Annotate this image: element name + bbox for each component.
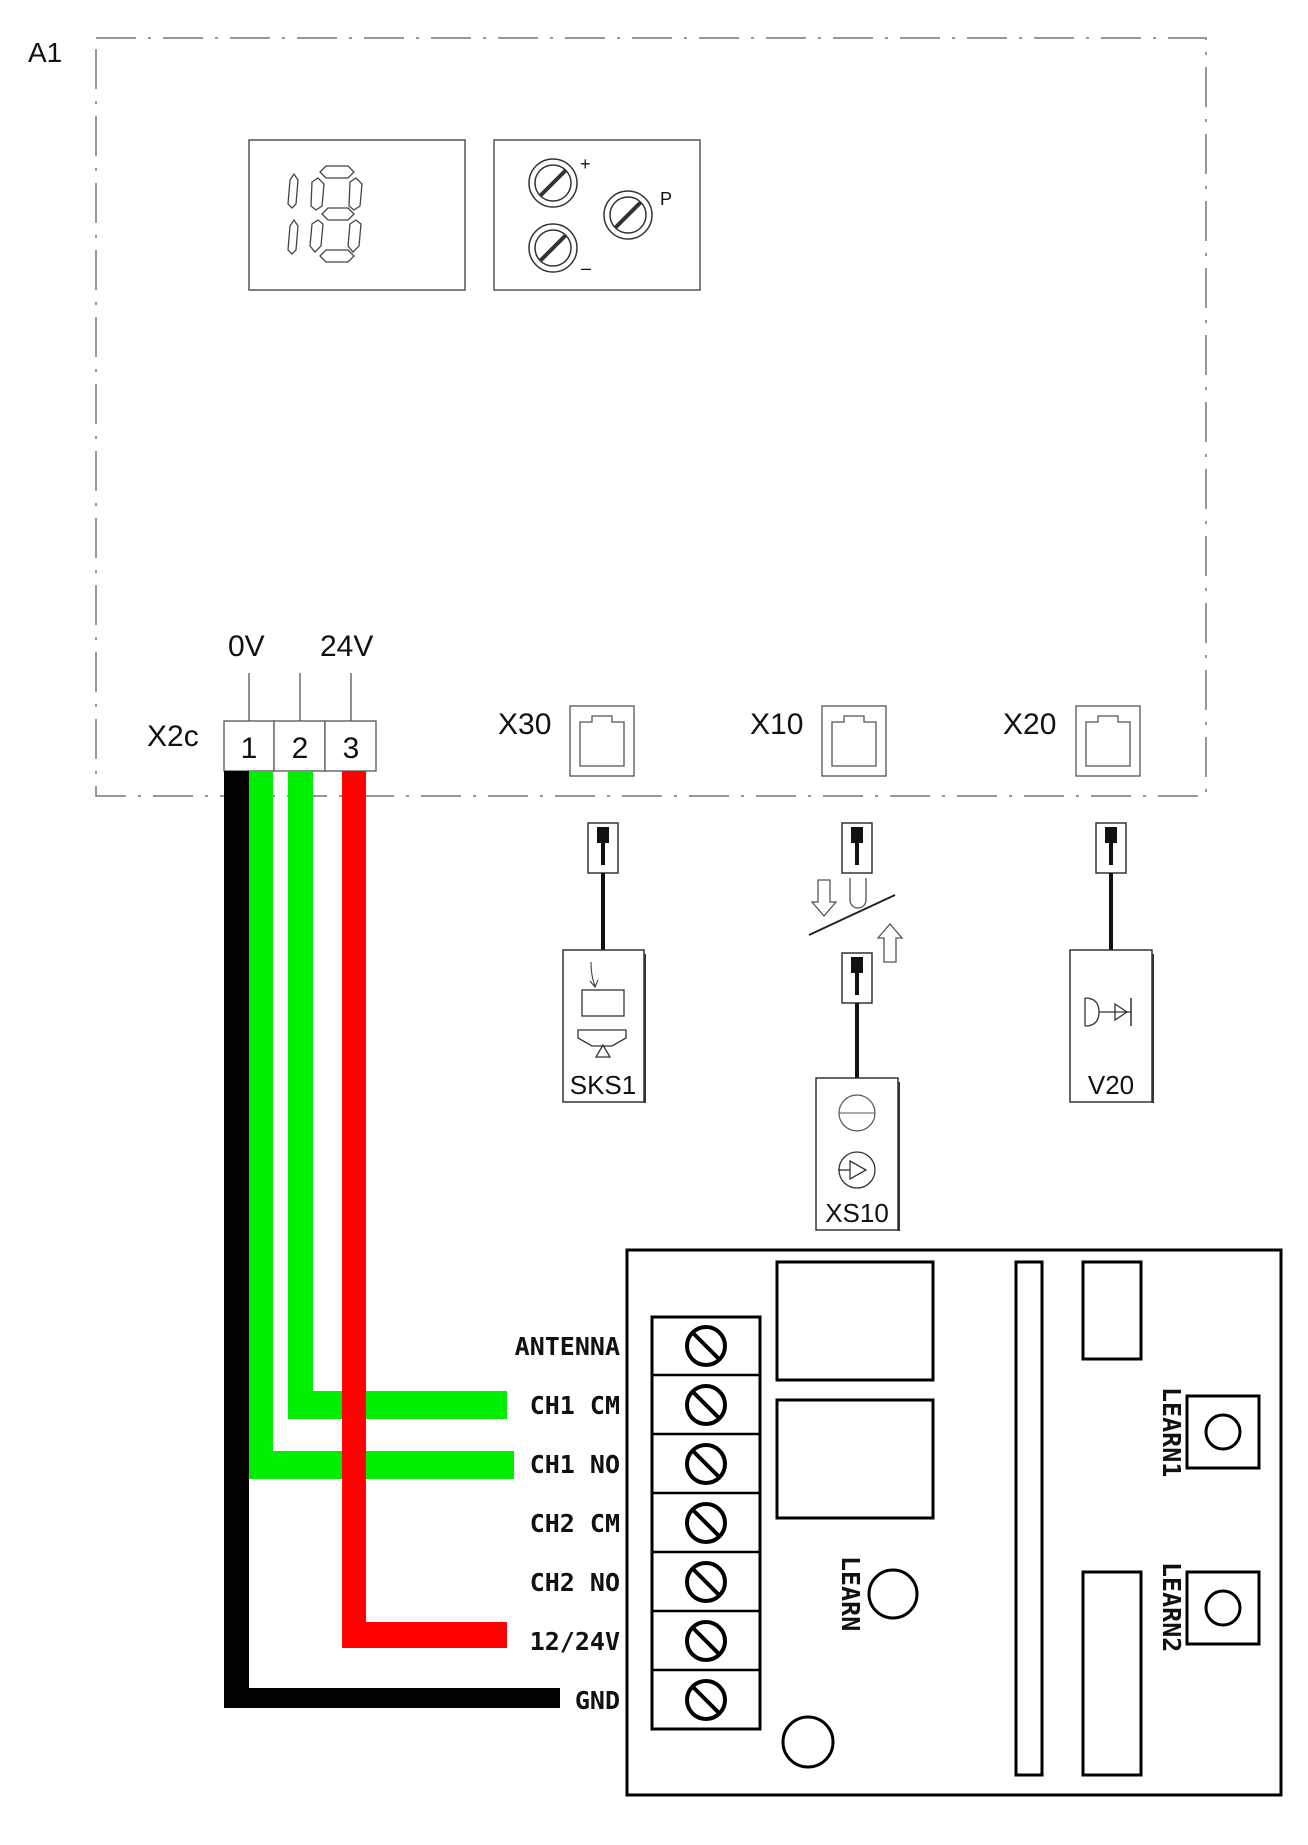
- ch1-cm-screw-icon[interactable]: [685, 1384, 727, 1426]
- power-screw-icon[interactable]: [685, 1620, 727, 1662]
- terminal-pin-1: 1: [241, 732, 258, 765]
- chip-icon: [1081, 1260, 1143, 1361]
- disconnect-plug-icon: [808, 878, 904, 963]
- terminal-label-ch2-cm: CH2 CM: [530, 1509, 620, 1538]
- antenna-screw-icon[interactable]: [685, 1325, 727, 1367]
- terminal-block-label: X2c: [147, 720, 199, 753]
- minus-label: –: [581, 258, 591, 278]
- receiver-board-outline: [625, 1248, 1283, 1797]
- terminal-pin-2: 2: [292, 732, 309, 765]
- sks1-device-icon: [562, 949, 646, 1103]
- terminal-label-ch1-no: CH1 NO: [530, 1450, 620, 1479]
- port-x10-label: X10: [750, 708, 803, 741]
- terminal-block: [223, 720, 377, 772]
- mounting-hole-icon: [781, 1715, 835, 1769]
- x10-connector-icon: [841, 822, 873, 874]
- wire-red: [342, 771, 507, 1648]
- unit-id-label: A1: [28, 37, 62, 68]
- v20-device-icon: [1069, 949, 1154, 1103]
- minus-button[interactable]: [528, 223, 578, 273]
- program-button[interactable]: [603, 190, 653, 240]
- learn-label: LEARN: [836, 1556, 865, 1631]
- terminal-pin-3: 3: [343, 732, 360, 765]
- terminal-label-ch1-cm: CH1 CM: [530, 1391, 620, 1420]
- plus-button[interactable]: [528, 158, 578, 208]
- terminal-label-ch2-no: CH2 NO: [530, 1568, 620, 1597]
- learn2-label: LEARN2: [1157, 1562, 1186, 1652]
- voltage-0v-label: 0V: [228, 630, 265, 663]
- port-x20-socket-icon[interactable]: [1075, 705, 1141, 777]
- voltage-24v-label: 24V: [320, 630, 373, 663]
- port-x30-socket-icon[interactable]: [569, 705, 635, 777]
- port-x30-label: X30: [498, 708, 551, 741]
- module-icon: [1081, 1570, 1143, 1777]
- relay-1-icon: [775, 1260, 935, 1382]
- learn-button[interactable]: [867, 1568, 919, 1620]
- wire-green-pin1: [249, 771, 514, 1479]
- xs10-connector-icon: [841, 952, 873, 1004]
- sks1-label: SKS1: [570, 1070, 637, 1100]
- port-x10-socket-icon[interactable]: [821, 705, 887, 777]
- terminal-leads: [248, 673, 352, 721]
- learn1-label: LEARN1: [1157, 1387, 1186, 1477]
- learn1-button[interactable]: [1185, 1394, 1261, 1470]
- terminal-label-gnd: GND: [575, 1686, 620, 1715]
- xs10-device-icon: [815, 1077, 900, 1231]
- ch2-cm-screw-icon[interactable]: [685, 1502, 727, 1544]
- wire-green-pin2: [288, 771, 507, 1419]
- terminal-label-power: 12/24V: [530, 1627, 620, 1656]
- control-unit-outline: [95, 37, 1207, 797]
- port-x20-label: X20: [1003, 708, 1056, 741]
- button-panel: [493, 139, 701, 291]
- wire-black: [224, 771, 560, 1708]
- v20-label: V20: [1088, 1070, 1134, 1100]
- terminal-label-antenna: ANTENNA: [515, 1332, 620, 1361]
- sks1-connector-icon: [587, 822, 619, 874]
- relay-2-icon: [775, 1398, 935, 1520]
- seven-segment-display: [248, 139, 466, 291]
- xs10-label: XS10: [825, 1198, 889, 1228]
- v20-connector-icon: [1095, 822, 1127, 874]
- plus-label: +: [580, 154, 591, 174]
- ch1-no-screw-icon[interactable]: [685, 1443, 727, 1485]
- gnd-screw-icon[interactable]: [685, 1679, 727, 1721]
- pcb-header-icon: [1014, 1260, 1044, 1777]
- ch2-no-screw-icon[interactable]: [685, 1561, 727, 1603]
- program-label: P: [660, 189, 672, 209]
- learn2-button[interactable]: [1185, 1570, 1261, 1646]
